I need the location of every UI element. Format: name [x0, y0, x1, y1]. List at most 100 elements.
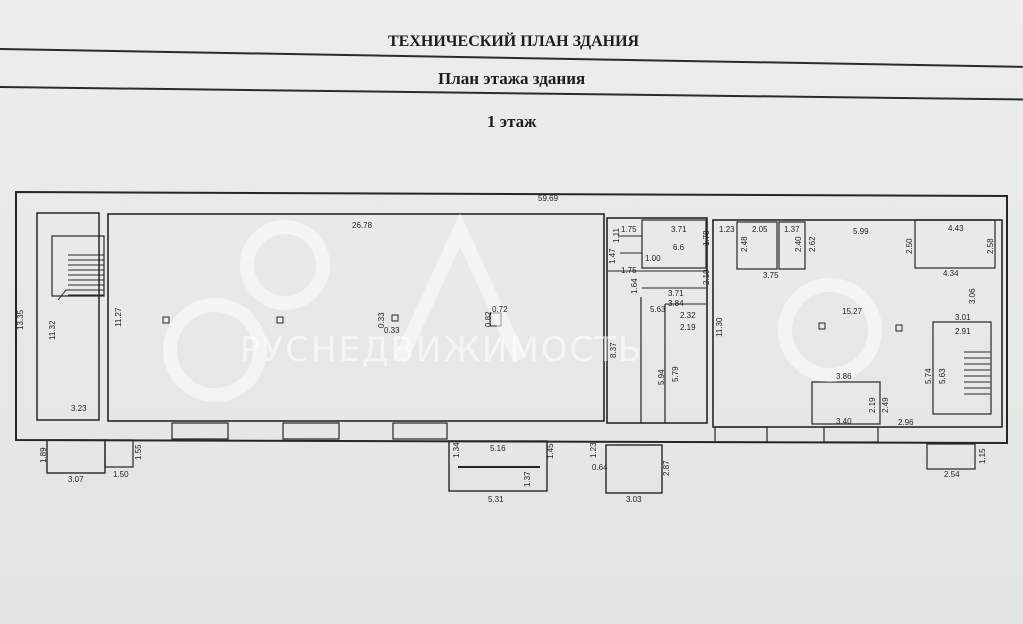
dim-mid-area: 6.6	[673, 243, 685, 252]
dim-right-s: 3.86	[836, 372, 852, 381]
dim-left-stair-width: 3.23	[71, 404, 87, 413]
dim-porch-mid-c: 1.37	[523, 471, 532, 487]
dim-right-j: 2.50	[905, 238, 914, 254]
dim-right-height: 11.30	[715, 317, 724, 337]
dim-hall-width: 26.78	[352, 221, 373, 230]
dim-right-a: 1.23	[719, 225, 735, 234]
building-outline	[15, 190, 1008, 445]
facade-windows	[171, 422, 879, 443]
dim-mid-top-c: 1.11	[612, 227, 621, 243]
dim-right-u: 2.49	[881, 397, 890, 413]
dim-mid-room-a: 2.19	[702, 269, 711, 285]
dim-porch-left-b: 1.55	[134, 444, 143, 460]
dim-right-c: 1.37	[784, 225, 800, 234]
dim-porch-mid-e: 5.31	[488, 495, 504, 504]
dim-porch-right-b: 1.15	[978, 448, 987, 464]
watermark-text: РУСНЕДВИЖИМОСТЬ	[240, 330, 644, 370]
floor-label: 1 этаж	[487, 112, 537, 131]
dim-column-c: 0.72	[492, 305, 508, 314]
dim-mid-height: 8.37	[609, 342, 618, 358]
middle-block	[606, 217, 708, 424]
dim-mid-top-a: 1.75	[621, 225, 637, 234]
left-stair-room	[36, 212, 100, 421]
right-column-2	[895, 324, 903, 332]
porch-left-step	[104, 439, 134, 468]
dim-mid-room-h: 5.94	[657, 369, 666, 385]
dim-porch-mid-b: 1.34	[452, 442, 461, 458]
dim-right-p: 2.91	[955, 327, 971, 336]
dim-right-k: 2.58	[986, 238, 995, 254]
dim-porch-c-a: 1.23	[589, 442, 598, 458]
dim-mid-room-g: 2.19	[680, 323, 696, 332]
dim-porch-left-a: 1.89	[39, 447, 48, 463]
dim-right-f: 2.62	[808, 236, 817, 252]
porch-right	[926, 443, 976, 470]
right-block	[712, 219, 1003, 428]
dim-right-i: 4.43	[948, 224, 964, 233]
right-small-room-1	[736, 221, 778, 270]
dim-right-r: 5.63	[938, 368, 947, 384]
dim-mid-small-b: 1.00	[645, 254, 661, 263]
middle-room-upper	[641, 219, 707, 269]
dim-porch-right-a: 2.54	[944, 470, 960, 479]
dim-mid-small-c: 1.75	[621, 266, 637, 275]
right-stair-room	[932, 321, 992, 415]
dim-overall-length: 59.69	[538, 194, 559, 203]
watermark-logo	[163, 213, 882, 402]
dim-left-stair-height: 11.32	[48, 320, 57, 340]
dim-porch-c-d: 3.03	[626, 495, 642, 504]
column-1	[162, 316, 170, 324]
dim-right-q: 5.74	[924, 368, 933, 384]
main-hall	[107, 213, 605, 422]
dim-right-h: 5.99	[853, 227, 869, 236]
dim-porch-c-b: 0.64	[592, 463, 608, 472]
left-stair-arrow	[57, 289, 72, 301]
dim-porch-mid-d: 1.45	[546, 443, 555, 459]
left-stair-core	[51, 235, 105, 297]
dim-column-a: 0.33	[377, 312, 386, 328]
document-title: ТЕХНИЧЕСКИЙ ПЛАН ЗДАНИЯ	[388, 33, 640, 50]
dim-mid-room-c: 1.64	[630, 278, 639, 294]
dim-mid-room-d: 3.84	[668, 299, 684, 308]
column-3	[391, 314, 399, 322]
dim-right-b: 2.05	[752, 225, 768, 234]
dim-hall-height: 11.27	[114, 307, 123, 327]
right-small-room-2	[778, 221, 806, 270]
right-inner-room	[811, 381, 881, 425]
dim-column-b: 0.33	[384, 326, 400, 335]
porch-left	[46, 439, 106, 474]
right-stair-steps	[964, 351, 990, 395]
dim-overall-depth: 13.35	[16, 309, 25, 330]
right-column	[818, 322, 826, 330]
column-2	[276, 316, 284, 324]
dim-porch-mid-a: 5.16	[490, 444, 506, 453]
dim-right-w: 2.96	[898, 418, 914, 427]
left-stair-steps	[68, 254, 104, 296]
dim-right-g: 3.75	[763, 271, 779, 280]
floor-plan-subtitle: План этажа здания	[438, 69, 586, 88]
dim-right-v: 3.40	[836, 417, 852, 426]
dim-right-t: 2.19	[868, 397, 877, 413]
dim-right-m: 3.06	[968, 288, 977, 304]
dim-column-d: 0.82	[484, 311, 493, 327]
dim-right-o: 3.01	[955, 313, 971, 322]
dim-porch-left-d: 1.50	[113, 470, 129, 479]
dim-mid-room-e: 5.63	[650, 305, 666, 314]
dim-mid-room-i: 5.79	[671, 366, 680, 382]
dim-mid-room-f: 2.32	[680, 311, 696, 320]
dim-right-e: 2.40	[794, 236, 803, 252]
dim-right-d: 2.48	[740, 236, 749, 252]
dim-porch-c-c: 2.87	[662, 460, 671, 476]
dim-right-l: 4.34	[943, 269, 959, 278]
dim-right-n: 15.27	[842, 307, 863, 316]
porch-center	[605, 444, 663, 494]
dim-mid-small-a: 1.47	[608, 248, 617, 264]
dim-mid-top-b: 3.71	[671, 225, 687, 234]
dim-porch-left-c: 3.07	[68, 475, 84, 484]
dim-mid-top-d: 1.78	[702, 230, 711, 246]
dim-mid-room-b: 3.71	[668, 289, 684, 298]
porch-middle	[448, 440, 548, 492]
right-room-top	[914, 219, 996, 269]
